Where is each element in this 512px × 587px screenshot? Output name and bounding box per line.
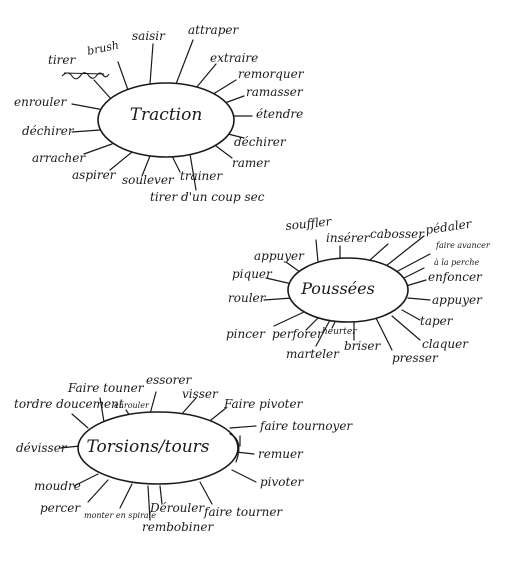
central-oval-traction [97,82,235,158]
word-briser: briser [344,339,382,353]
word-taper: taper [420,314,454,328]
word-brush: brush [86,39,120,58]
word-pedaler: pédaler [424,216,473,236]
word-faire-touner: Faire touner [67,381,145,395]
word-remorquer: remorquer [238,67,305,81]
central-oval-torsions [77,411,239,485]
word-derouler: Dérouler [149,501,205,515]
word-enrouler: enrouler [114,401,150,410]
word-piquer: piquer [232,267,273,281]
word-moudre: moudre [34,479,81,493]
word-ramer: ramer [232,156,270,170]
word-rembobiner: rembobiner [142,520,214,534]
word-faire-tournoyer: faire tournoyer [259,419,353,433]
word-ramasser: ramasser [246,85,304,99]
word-presser: presser [392,351,439,365]
word-soulever: soulever [122,173,175,187]
central-label-traction: Traction [130,105,203,125]
cluster-poussees: Poussées souffler insérer cabosser pédal… [226,214,491,365]
word-tirer: tirer [48,53,76,67]
word-visser: visser [182,387,219,401]
central-oval-poussees [287,257,409,323]
word-labels: souffler insérer cabosser pédaler appuye… [226,214,491,365]
word-dechirer-left: déchirer [22,124,75,138]
word-appuyer-right: appuyer [432,293,483,307]
cluster-traction: Traction brush saisir attraper tirer ext… [14,23,305,204]
word-claquer: claquer [422,337,469,351]
word-saisir: saisir [132,29,166,43]
word-pincer: pincer [226,327,266,341]
word-faire-pivoter: Faire pivoter [223,397,304,411]
word-monter-en-spirale: monter en spirale [84,511,156,520]
word-labels: Faire touner essorer enrouler visser tor… [14,373,353,534]
word-pivoter: pivoter [260,475,304,489]
connector-lines [263,235,431,351]
word-dechirer-right: déchirer [234,135,287,149]
cluster-torsions: Torsions/tours Faire touner essorer enro… [14,373,353,534]
word-heurter: heurter [322,327,357,337]
word-percer: percer [40,501,81,515]
word-trainer: trainer [180,169,223,183]
word-enfoncer: enfoncer [428,270,483,284]
word-arracher: arracher [32,151,86,165]
word-etendre: étendre [256,107,303,121]
word-marteler: marteler [286,347,340,361]
word-cabosser: cabosser [370,227,425,241]
word-aspirer: aspirer [72,168,117,182]
word-remuer: remuer [258,447,304,461]
word-a-la-perche: à la perche [434,258,479,267]
word-essorer: essorer [146,373,192,387]
central-label-poussees: Poussées [300,279,375,298]
word-attraper: attraper [188,23,239,37]
word-tirer-d-un-coup-sec: tirer d'un coup sec [150,190,265,204]
central-label-torsions: Torsions/tours [86,437,209,457]
word-tordre-doucement: tordre doucement [14,397,124,411]
scribble-crossed-out [61,72,110,80]
word-labels: brush saisir attraper tirer extraire rem… [14,23,305,204]
word-inserer: insérer [326,231,371,245]
word-enrouler: enrouler [14,95,67,109]
word-appuyer-top: appuyer [254,249,305,263]
word-extraire: extraire [210,51,258,65]
word-faire-avancer: faire avancer [435,241,491,250]
word-souffler: souffler [285,214,333,233]
word-perforer: perforer [272,327,324,341]
word-faire-tourner: faire tourner [203,505,283,519]
oval-overstroke [229,433,240,463]
word-rouler: rouler [228,291,267,305]
word-devisser: dévisser [16,441,68,455]
